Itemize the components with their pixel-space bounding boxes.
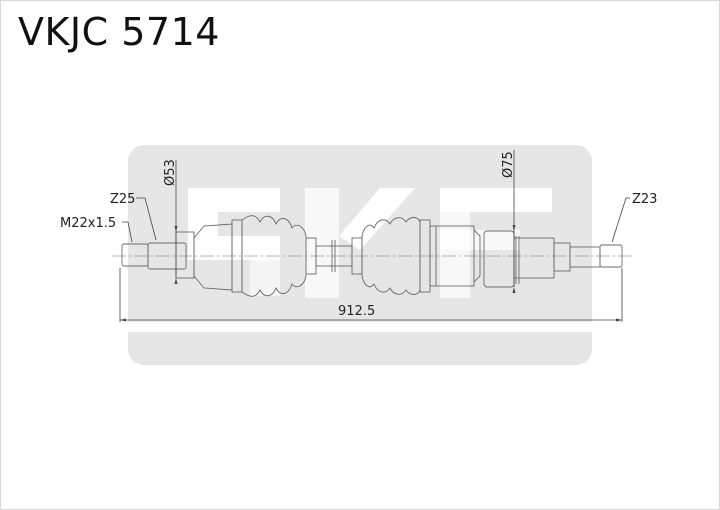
part-number-title: VKJC 5714	[18, 10, 220, 54]
skf-watermark	[128, 145, 592, 365]
dimension-lines	[119, 150, 630, 322]
thread-label: M22x1.5	[60, 216, 116, 231]
left-spline-label: Z25	[110, 192, 135, 207]
overall-length-label: 912.5	[338, 304, 375, 319]
left-diameter-label: Ø53	[163, 159, 178, 186]
right-spline-label: Z23	[632, 192, 657, 207]
right-diameter-label: Ø75	[501, 151, 516, 178]
shaft-outline	[121, 215, 623, 297]
arrowheads	[120, 225, 622, 322]
